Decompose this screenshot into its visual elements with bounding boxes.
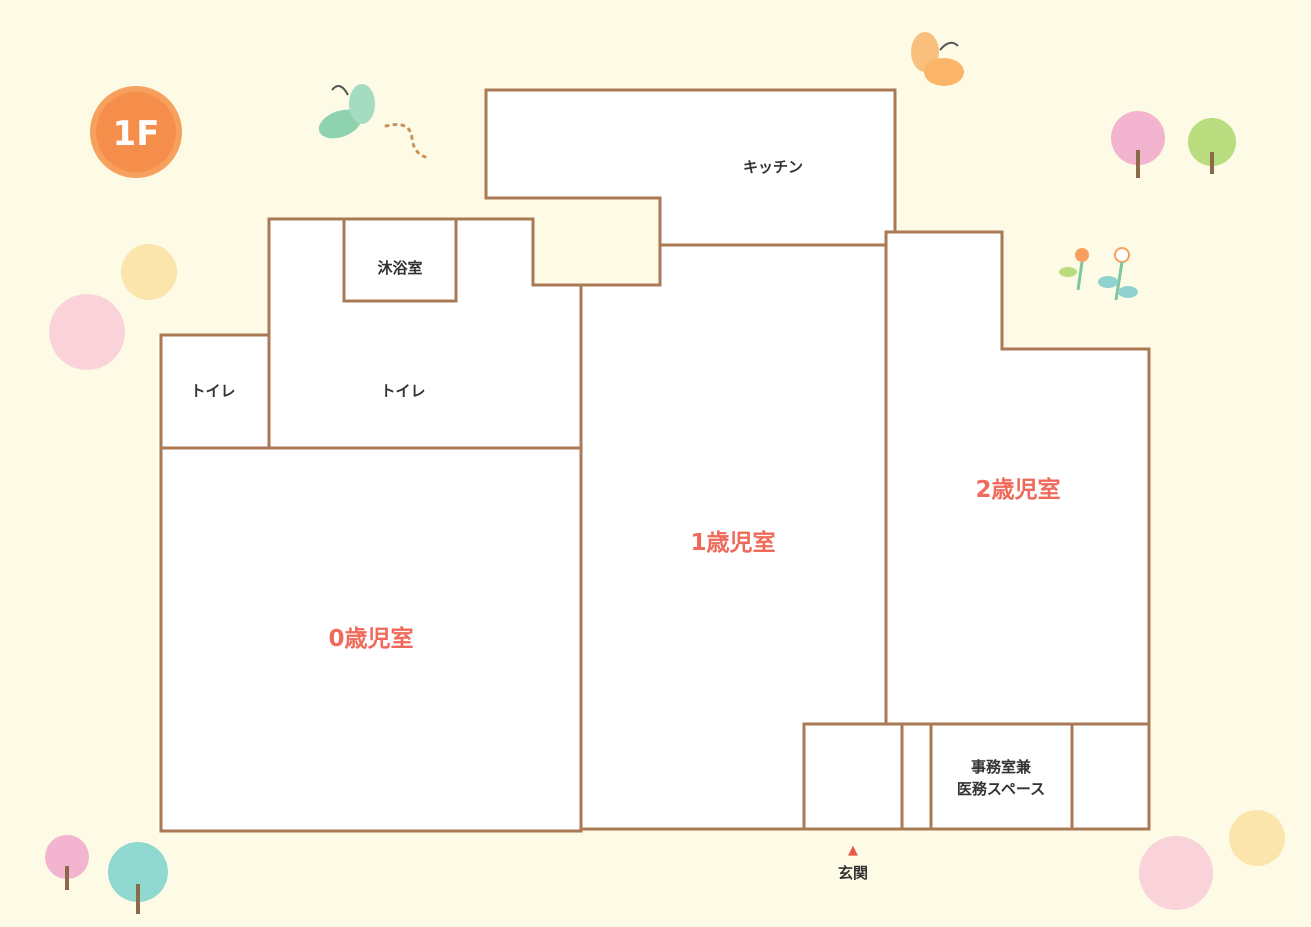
age1-label: 1歳児室 [690,529,775,556]
entrance-label: 玄関 [838,864,868,882]
toilet-left-label: トイレ [190,382,235,400]
tree-pink-icon [45,835,89,890]
butterfly-green-icon [318,84,432,160]
butterfly-orange-icon [911,32,964,86]
age0-room [159,446,583,833]
floor-badge: 1F [90,86,182,178]
age0-label: 0歳児室 [328,625,413,652]
office-room [929,722,1074,831]
age2-label: 2歳児室 [975,476,1060,503]
tree-teal-icon [108,842,168,914]
corridor-room [900,722,933,831]
office-label-line2: 医務スペース [957,780,1045,798]
tree-green-icon [1188,118,1236,174]
toilet-left-room [159,333,271,450]
flower-icon [1059,247,1138,301]
floor-badge-label: 1F [113,114,160,154]
tree-pink-icon [1111,111,1165,178]
toilet-center-label: トイレ [380,382,425,400]
kitchen-room [484,88,897,247]
bath-label: 沐浴室 [377,259,422,277]
office-label-line1: 事務室兼 [971,758,1032,776]
bath-room [342,217,458,303]
entrance-marker-icon: ▲ [848,843,858,858]
dotted-circle-icon [49,244,1285,910]
storage-room [1070,722,1151,831]
kitchen-label: キッチン [743,158,803,176]
entrance-room [802,722,904,831]
